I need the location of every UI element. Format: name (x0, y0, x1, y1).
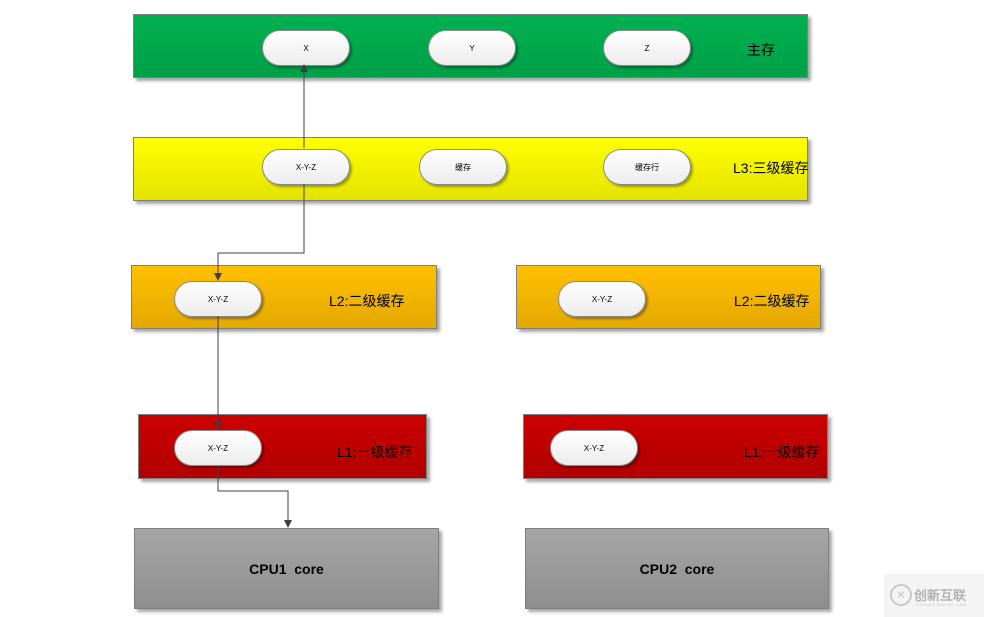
l3-cache-block: X-Y-Z 缓存 缓存行 L3:三级缓存 (133, 137, 808, 201)
cpu1-label: CPU1 core (249, 560, 324, 577)
l1-cpu2-label: L1:一级缓存 (744, 444, 820, 460)
memory-item-x: X (262, 30, 350, 66)
l2-cpu2-label: L2:二级缓存 (734, 293, 810, 309)
memory-item-y: Y (428, 30, 516, 66)
cpu2-core-block: CPU2 core (525, 528, 829, 609)
l3-item-cache: 缓存 (419, 149, 507, 185)
l2-cache-block-cpu2: X-Y-Z L2:二级缓存 (516, 265, 821, 329)
cpu2-label: CPU2 core (639, 560, 715, 577)
logo-subtext: CHUANG XIN HU LIAN (915, 602, 967, 607)
l1-cache-block-cpu1: X-Y-Z L1:一级缓存 (138, 414, 427, 479)
cpu1-core-block: CPU1 core (134, 528, 439, 609)
l2-cpu2-item-xyz: X-Y-Z (558, 281, 646, 317)
arrow-l1-to-cpu1 (217, 466, 292, 528)
l1-cpu2-item-xyz: X-Y-Z (550, 430, 638, 466)
logo-icon: ✕ (890, 584, 912, 606)
l2-cpu1-label: L2:二级缓存 (329, 293, 405, 309)
l1-cpu1-label: L1:一级缓存 (337, 444, 413, 460)
memory-item-z: Z (603, 30, 691, 66)
l2-cache-block-cpu1: X-Y-Z L2:二级缓存 (131, 265, 437, 329)
logo-text: 创新互联 (914, 588, 967, 603)
l1-cpu1-item-xyz: X-Y-Z (174, 430, 262, 466)
l1-cache-block-cpu2: X-Y-Z L1:一级缓存 (523, 414, 828, 479)
watermark-logo: ✕ 创新互联 CHUANG XIN HU LIAN (884, 574, 984, 617)
l3-item-xyz: X-Y-Z (262, 149, 350, 185)
l3-cache-label: L3:三级缓存 (733, 160, 809, 176)
arrow-l3-to-l2 (214, 184, 305, 281)
main-memory-label: 主存 (747, 42, 775, 58)
main-memory-block: X Y Z 主存 (133, 14, 808, 78)
l3-item-cache-line: 缓存行 (603, 149, 691, 185)
l2-cpu1-item-xyz: X-Y-Z (174, 281, 262, 317)
